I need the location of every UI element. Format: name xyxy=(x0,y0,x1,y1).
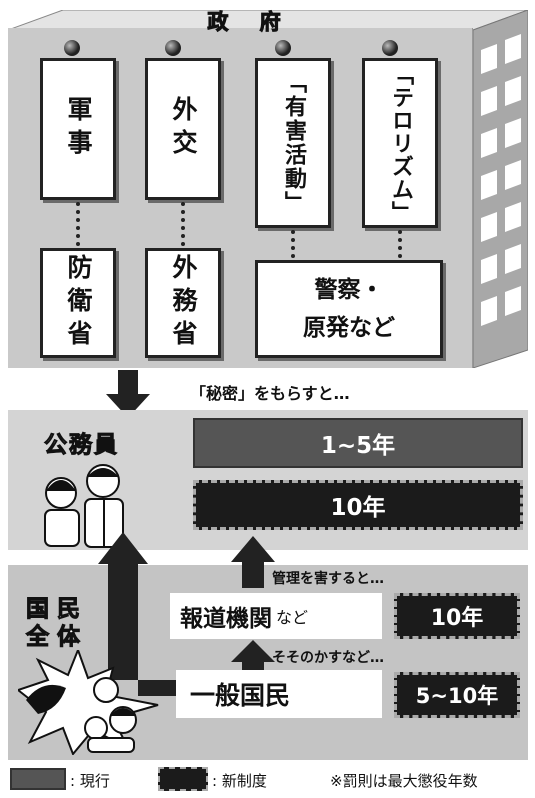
new-penalty-bar: 10年 xyxy=(193,480,523,530)
card-defense-ministry: 防衛省 xyxy=(40,248,116,358)
pin-icon xyxy=(64,40,80,56)
media-penalty-bar: 10年 xyxy=(394,593,520,639)
secret-leak-label: 「秘密」をもらすと… xyxy=(190,384,350,403)
arrow-shaft xyxy=(138,680,180,696)
arrow-up-icon xyxy=(231,640,275,662)
management-note: 管理を害すると… xyxy=(272,571,384,587)
public-box: 一般国民 xyxy=(176,670,382,718)
public-penalty-bar: 5~10年 xyxy=(394,672,520,718)
card-police: 警察・ 原発など xyxy=(255,260,443,358)
media-penalty-label: 10年 xyxy=(430,606,484,631)
government-title: 政 府 xyxy=(207,10,293,35)
arrow-shaft xyxy=(108,562,138,680)
current-penalty-label: 1~5年 xyxy=(320,433,396,459)
card-terrorism-label: 「テロリズム」 xyxy=(388,62,413,224)
legend-current-label: : 現行 xyxy=(70,772,110,790)
legend-new-swatch xyxy=(158,767,208,791)
connector xyxy=(291,230,295,258)
civil-servant-label: 公務員 xyxy=(44,432,119,459)
public-penalty-label: 5~10年 xyxy=(415,684,499,708)
citizens-illustration xyxy=(15,647,168,759)
arrow-up-icon xyxy=(98,532,148,564)
current-penalty-bar: 1~5年 xyxy=(193,418,523,468)
legend-new-label: : 新制度 xyxy=(212,772,267,790)
card-police-label: 警察・ 原発など xyxy=(303,277,395,341)
arrow-shaft xyxy=(242,560,264,588)
media-label: 報道機関 xyxy=(180,606,272,632)
card-harmful-activities-label: 「有害活動」 xyxy=(281,71,306,215)
pin-icon xyxy=(275,40,291,56)
card-military-label: 軍事 xyxy=(64,96,93,162)
citizens-label-line2: 全 体 xyxy=(25,624,81,651)
new-penalty-label: 10年 xyxy=(330,495,386,521)
media-box: 報道機関 など xyxy=(170,593,382,639)
arrow-up-icon xyxy=(231,536,275,562)
incite-note: そそのかすなど… xyxy=(272,650,384,666)
legend-current-swatch xyxy=(10,768,66,790)
government-building-side xyxy=(472,9,529,369)
pin-icon xyxy=(382,40,398,56)
card-terrorism: 「テロリズム」 xyxy=(362,58,438,228)
card-harmful-activities: 「有害活動」 xyxy=(255,58,331,228)
card-defense-ministry-label: 防衛省 xyxy=(64,253,93,353)
pin-icon xyxy=(165,40,181,56)
arrow-shaft xyxy=(118,370,138,396)
connector xyxy=(76,202,80,246)
card-diplomacy: 外交 xyxy=(145,58,221,200)
media-suffix: など xyxy=(276,608,309,627)
card-foreign-ministry-label: 外務省 xyxy=(169,253,198,353)
citizens-label: 国 民 全 体 xyxy=(25,595,81,651)
card-foreign-ministry: 外務省 xyxy=(145,248,221,358)
connector xyxy=(181,202,185,246)
citizens-label-line1: 国 民 xyxy=(25,596,81,623)
public-label: 一般国民 xyxy=(190,681,291,710)
card-military: 軍事 xyxy=(40,58,116,200)
arrow-shaft xyxy=(242,660,264,672)
connector xyxy=(398,230,402,258)
legend-note: ※罰則は最大懲役年数 xyxy=(330,772,478,790)
card-diplomacy-label: 外交 xyxy=(169,96,198,162)
